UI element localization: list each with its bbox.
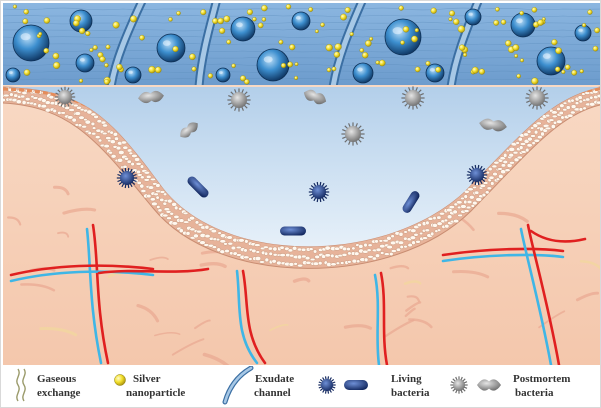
legend-label-silver-line1: Silver — [133, 373, 161, 385]
legend-label-silver-line2: nanoparticle — [126, 387, 185, 399]
legend-label-exudate-line2: channel — [254, 387, 291, 399]
legend-label-postmortem-line2: bacteria — [515, 387, 554, 399]
wound-dressing-scene — [3, 3, 600, 365]
legend-label-living-line2: bacteria — [391, 387, 430, 399]
legend-label-exudate-line1: Exudate — [255, 373, 294, 385]
legend: Gaseous exchange Silver nanoparticle Exu… — [3, 366, 600, 407]
legend-label-postmortem-line1: Postmortem — [513, 373, 570, 385]
legend-label-living-line1: Living — [391, 373, 422, 385]
legend-label-gaseous-line2: exchange — [37, 387, 81, 399]
legend-background — [3, 366, 600, 407]
legend-label-gaseous-line1: Gaseous — [37, 373, 77, 385]
silver-nanoparticle-icon — [115, 375, 126, 386]
